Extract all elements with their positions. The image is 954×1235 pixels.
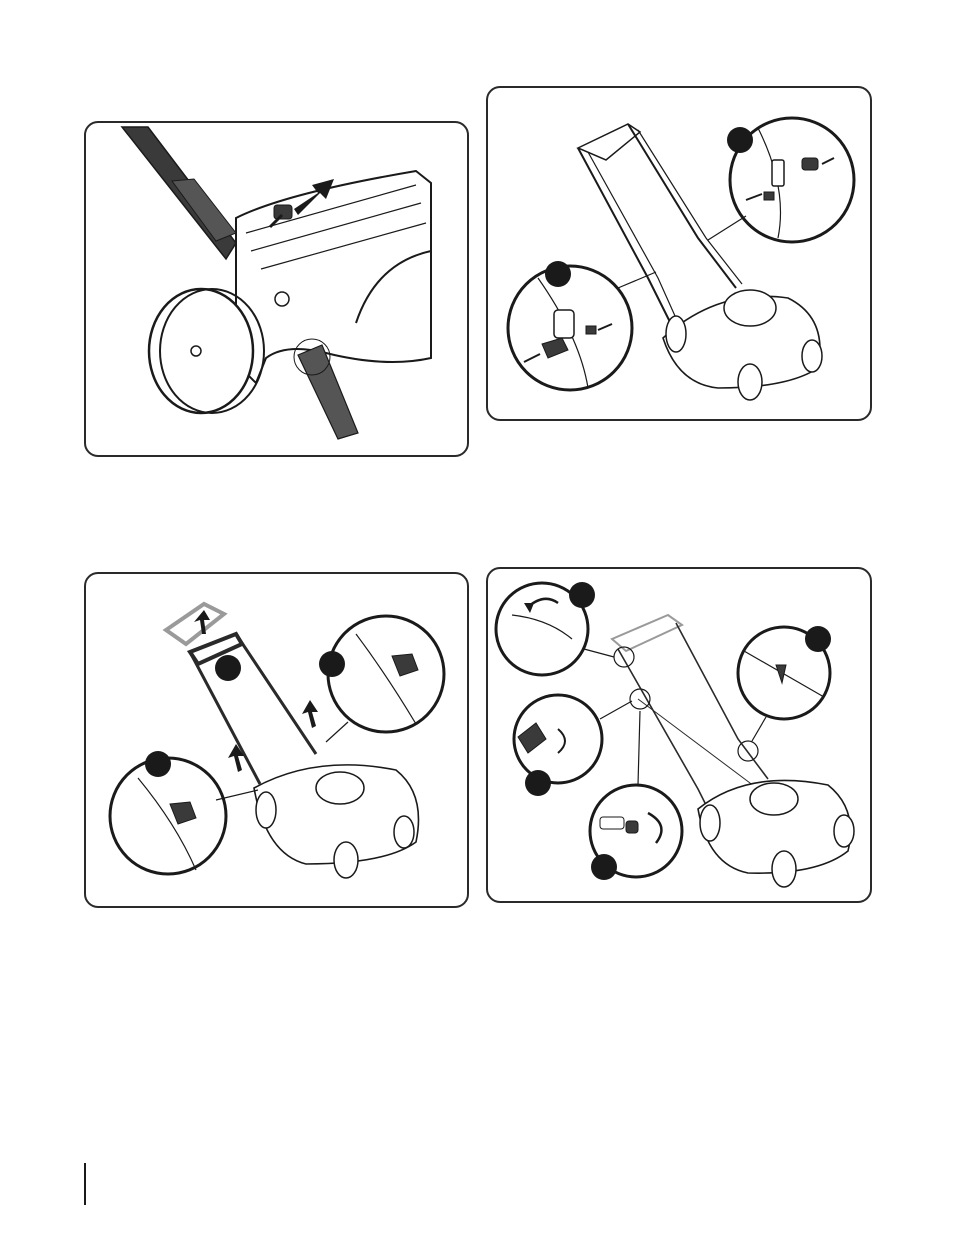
callout-badge bbox=[569, 582, 595, 608]
illustration-cable-routing bbox=[488, 569, 872, 903]
illustration-handle-knob bbox=[488, 88, 872, 421]
bolt-icon bbox=[586, 326, 596, 334]
illustration-handle-raise bbox=[86, 574, 469, 908]
figure-cable-routing bbox=[486, 567, 872, 903]
callout-badge bbox=[727, 127, 753, 153]
illustration-handle-bolt bbox=[86, 123, 469, 457]
callout-badge bbox=[525, 770, 551, 796]
callout-badge bbox=[319, 651, 345, 677]
callout-badge bbox=[805, 626, 831, 652]
figure-handle-raise bbox=[84, 572, 469, 908]
callout-badge bbox=[591, 854, 617, 880]
knob-icon bbox=[802, 158, 818, 170]
bolt-icon bbox=[764, 192, 774, 200]
callout-badge bbox=[545, 261, 571, 287]
figure-handle-knob-attach bbox=[486, 86, 872, 421]
arrow-icon bbox=[194, 610, 318, 772]
figure-handle-bolt-removal bbox=[84, 121, 469, 457]
callout-badge bbox=[145, 751, 171, 777]
page-footer-rule bbox=[84, 1163, 86, 1205]
callout-badge bbox=[215, 655, 241, 681]
